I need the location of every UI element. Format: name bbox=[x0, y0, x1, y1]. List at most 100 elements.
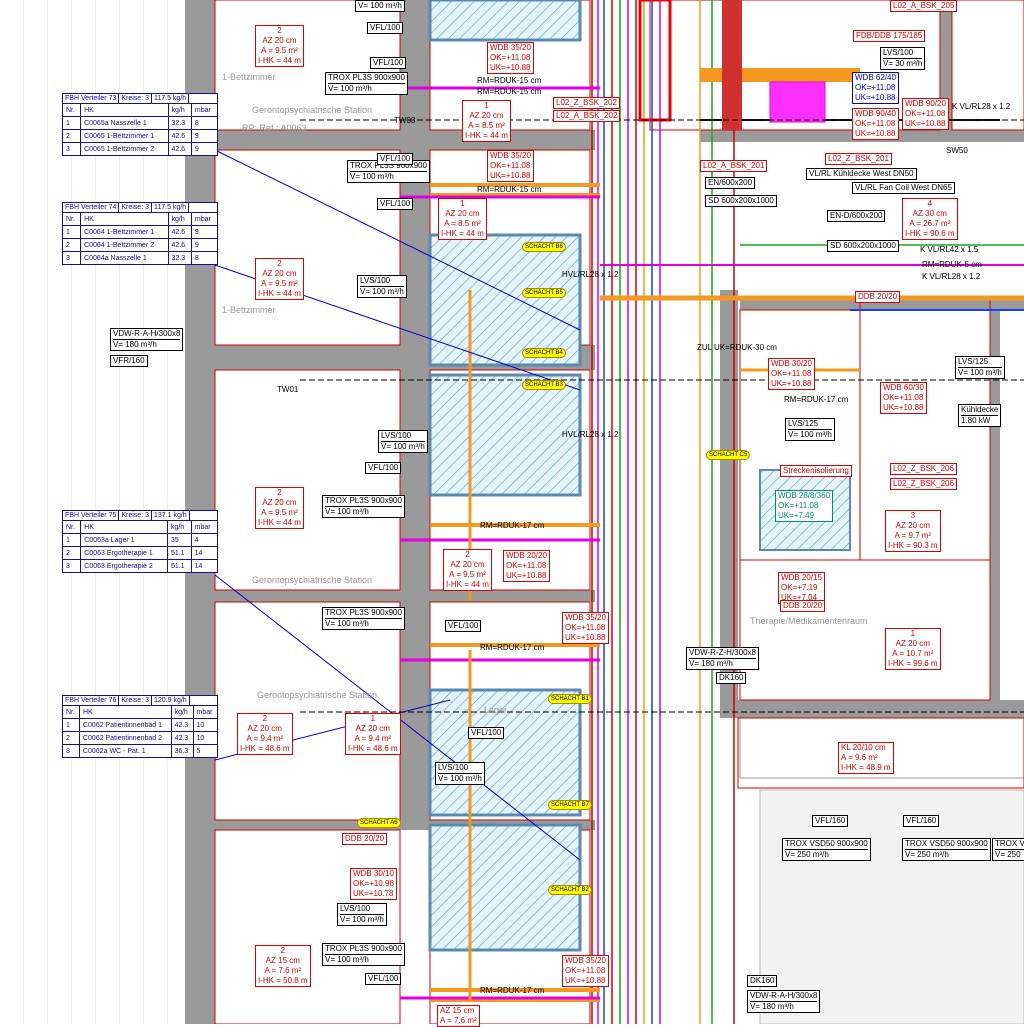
table-cell: 3 bbox=[61, 142, 82, 156]
annotation-label: RM=RDUK-15 cm bbox=[475, 87, 543, 97]
table-title: FBH Verteiler 74 bbox=[63, 203, 120, 212]
annotation-line: OK=+11.08 bbox=[855, 83, 896, 92]
annotation-label: VFL/100 bbox=[445, 620, 482, 632]
annotation-label: RM=RDUK-17 cm bbox=[782, 395, 850, 405]
annotation-line: L02_A_BSK_205 bbox=[893, 1, 955, 10]
annotation-line: I-HK = 90.6 m bbox=[905, 229, 955, 238]
annotation-line: L02_Z_BSK_206 bbox=[893, 464, 954, 473]
annotation-label: TW01 bbox=[275, 385, 300, 395]
annotation-line: UK=+10.78 bbox=[353, 889, 394, 898]
annotation-line: V= 30 m³/h bbox=[883, 58, 923, 68]
annotation-line: K VL/RL42 x 1.5 bbox=[920, 245, 979, 254]
annotation-line: UK=+10.88 bbox=[855, 93, 896, 102]
annotation-line: V= 100 m³/h bbox=[958, 367, 1002, 377]
annotation-line: 2 bbox=[465, 550, 470, 559]
annotation-line: UK=+10.88 bbox=[905, 119, 946, 128]
table-cell: 8 bbox=[190, 116, 219, 130]
table-cell: 2 bbox=[61, 546, 82, 560]
table-cell: 5 bbox=[192, 744, 219, 758]
table-cell: 2 bbox=[61, 129, 82, 143]
annotation-line: V= 180 m³/h bbox=[113, 339, 181, 350]
annotation-line: I-HK = 48.9 m bbox=[841, 763, 891, 772]
annotation-line: SD 600x200x1000 bbox=[830, 241, 896, 250]
table-cell: C0062 Patientinnenbad 2 bbox=[78, 731, 172, 745]
annotation-line: SCHACHT C5 bbox=[709, 452, 748, 458]
table-cell: 32.3 bbox=[167, 251, 192, 265]
room-name-label: Gerontopsychiatrische Station bbox=[250, 105, 374, 115]
annotation-line: RM=RDUK-17 cm bbox=[480, 986, 545, 995]
annotation-line: OK=+10.98 bbox=[353, 879, 394, 888]
annotation-line: AZ 20 cm bbox=[469, 111, 504, 120]
table-cell: 9 bbox=[190, 129, 219, 143]
shaft-tag: SCHACHT B1 bbox=[548, 694, 592, 704]
annotation-line: 1 bbox=[484, 101, 489, 110]
column-header: mbar bbox=[190, 520, 219, 534]
main-duct-riser bbox=[722, 0, 742, 130]
annotation-label: HVL/RL28 x 1.2 bbox=[560, 270, 620, 280]
table-cell: 42.6 bbox=[167, 129, 192, 143]
annotation-line: I-HK = 48.6 m bbox=[240, 744, 290, 753]
annotation-line: I-HK = 50.8 m bbox=[258, 976, 308, 985]
shaft-tag: SCHACHT A6 bbox=[357, 818, 401, 828]
annotation-line: AZ 30 cm bbox=[912, 209, 947, 218]
table-cell: C0063 Ergotherapie 1 bbox=[80, 546, 168, 560]
shaft-tag: SCHACHT B6 bbox=[522, 242, 566, 252]
table-cell: 9 bbox=[190, 142, 219, 156]
wall bbox=[400, 150, 430, 350]
annotation-label: VFL/160 bbox=[812, 815, 849, 827]
annotation-line: UK=+10.88 bbox=[771, 379, 812, 388]
annotation-line: WDB 60/30 bbox=[883, 383, 924, 392]
annotation-line: L02_Z_BSK_202 bbox=[556, 98, 617, 107]
annotation-label: L02_Z_BSK_206 bbox=[890, 463, 957, 475]
column-header: kg/h bbox=[167, 103, 192, 117]
wall bbox=[215, 130, 595, 150]
annotation-line: SCHACHT B6 bbox=[525, 244, 563, 250]
annotation-line: 2 bbox=[280, 946, 286, 955]
shaft-hatched bbox=[428, 688, 582, 817]
annotation-line: VFL/100 bbox=[380, 199, 411, 208]
column-header: HK bbox=[80, 103, 169, 117]
annotation-line: WDB 35/20 bbox=[565, 613, 606, 622]
column-header: mbar bbox=[190, 212, 219, 226]
shaft-hatched bbox=[428, 0, 582, 42]
annotation-label: ZUL UK=RDUK-30 cm bbox=[695, 343, 779, 353]
annotation-line: Gerontopsychiatrische Station bbox=[257, 690, 378, 700]
annotation-line: L02_Z_BSK_201 bbox=[828, 154, 889, 163]
table-cell: C0065 1-Bettzimmer 1 bbox=[80, 129, 169, 143]
room-outline bbox=[951, 0, 1024, 131]
room-name-label: Gerontopsychiatrische Station bbox=[250, 575, 374, 585]
annotation-line: V= 250 m³/h bbox=[785, 849, 868, 860]
table-cell: C0064a Nasszelle 1 bbox=[80, 251, 169, 265]
annotation-label: VFR/160 bbox=[110, 355, 148, 367]
annotation-line: LVS/100 bbox=[360, 276, 391, 285]
shaft-tag: SCHACHT B4 bbox=[522, 348, 566, 358]
wall bbox=[400, 600, 430, 830]
annotation-label: RM=RDUK-17 cm bbox=[478, 986, 546, 996]
annotation-line: AZ 20 cm bbox=[262, 498, 297, 507]
table-cell: 1 bbox=[62, 718, 80, 732]
table-circuits: Kreise: 3 bbox=[119, 94, 152, 103]
annotation-line: AZ 20 cm bbox=[450, 560, 485, 569]
annotation-label: VL/RL Kühldecke West DN50 bbox=[806, 168, 917, 180]
annotation-label: VFL/100 bbox=[468, 727, 505, 739]
annotation-line: OK=+11.08 bbox=[565, 966, 606, 975]
